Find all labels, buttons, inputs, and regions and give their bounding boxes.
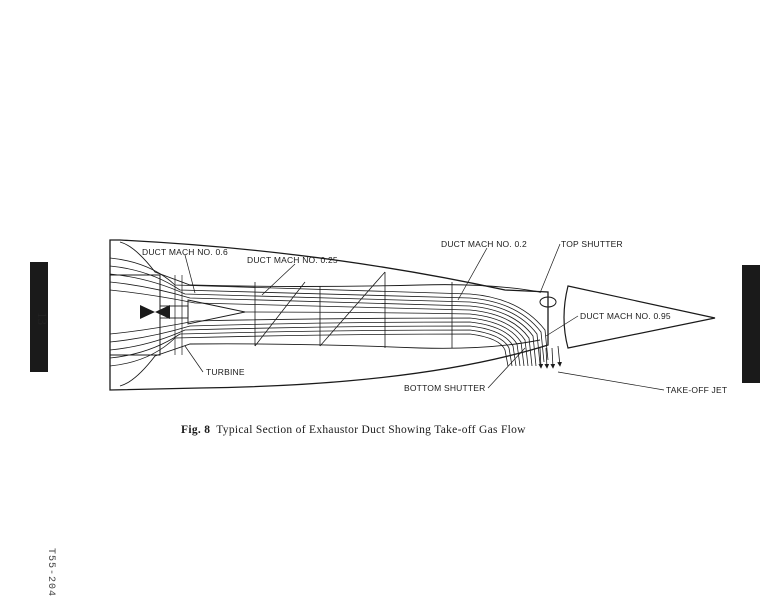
- label-duct-mach-025: DUCT MACH NO. 0.25: [247, 255, 338, 265]
- binding-mark-right: [742, 265, 760, 383]
- mach-station-lines: [254, 271, 453, 348]
- exit-cone: [563, 285, 716, 349]
- label-take-off-jet: TAKE-OFF JET: [666, 385, 727, 395]
- label-duct-mach-095: DUCT MACH NO. 0.95: [580, 311, 671, 321]
- label-bottom-shutter: BOTTOM SHUTTER: [404, 383, 486, 393]
- binding-mark-left: [30, 262, 48, 372]
- label-top-shutter: TOP SHUTTER: [561, 239, 623, 249]
- turbine-assembly: [109, 274, 246, 356]
- label-duct-mach-02: DUCT MACH NO. 0.2: [441, 239, 527, 249]
- take-off-jet-arrows: [538, 345, 562, 369]
- leader-lines: [184, 243, 665, 391]
- figure-number: Fig. 8: [181, 424, 211, 436]
- figure-caption: Fig. 8 Typical Section of Exhaustor Duct …: [181, 424, 526, 436]
- duct-inner-wall-bottom: [119, 339, 541, 387]
- figure-caption-text: Typical Section of Exhaustor Duct Showin…: [216, 424, 526, 436]
- flow-streamlines: [109, 257, 549, 367]
- duct-inner-wall-top: [119, 241, 541, 293]
- label-duct-mach-06: DUCT MACH NO. 0.6: [142, 247, 228, 257]
- label-turbine: TURBINE: [206, 367, 245, 377]
- top-shutter: [539, 296, 557, 308]
- duct-outline: [109, 239, 549, 391]
